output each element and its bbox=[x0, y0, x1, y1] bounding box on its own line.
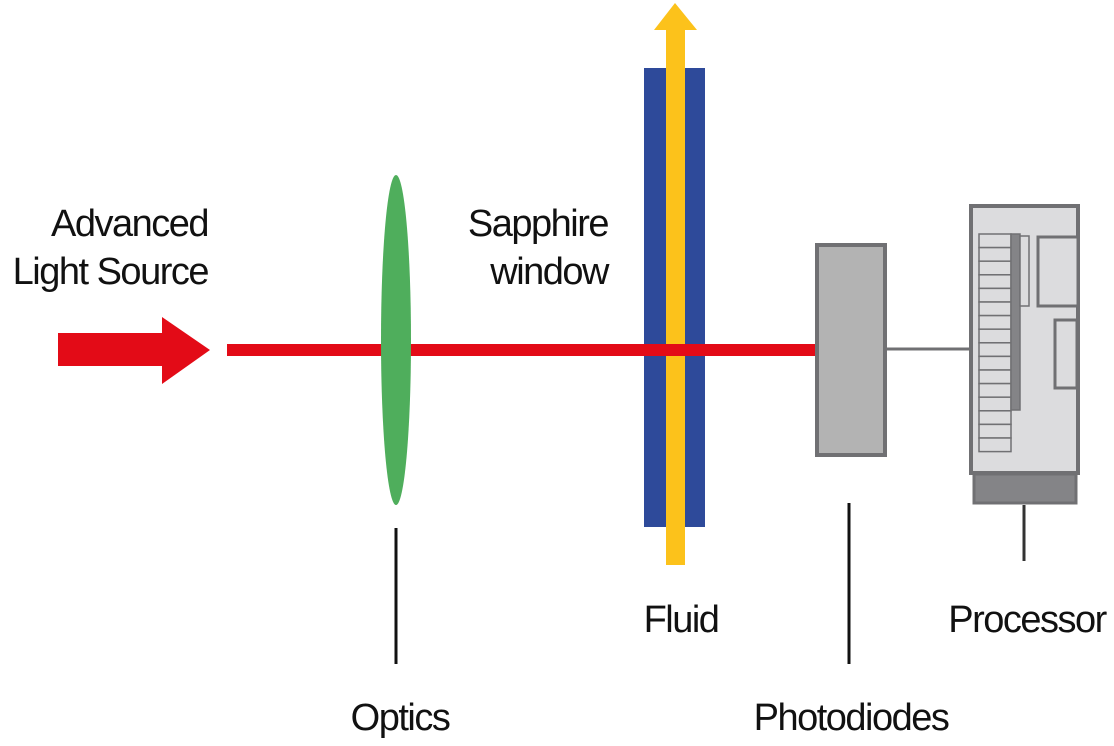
processor-slot bbox=[978, 301, 1012, 317]
optics-lens bbox=[381, 175, 411, 505]
beam-overlay bbox=[644, 344, 705, 356]
processor-label: Processor bbox=[948, 599, 1107, 641]
sapphire-label-1: Sapphire bbox=[468, 203, 608, 245]
processor-slot bbox=[978, 233, 1012, 249]
processor-slot bbox=[978, 437, 1012, 453]
processor-slot bbox=[978, 342, 1012, 358]
processor-unit bbox=[969, 204, 1080, 505]
light-beam bbox=[227, 344, 817, 356]
processor-slot bbox=[978, 287, 1012, 303]
processor-slot bbox=[978, 246, 1012, 262]
processor-slot bbox=[978, 369, 1012, 385]
sapphire-label-2: window bbox=[489, 251, 610, 293]
fluid-label: Fluid bbox=[644, 599, 719, 641]
processor-slot bbox=[978, 314, 1012, 330]
photodiodes-label: Photodiodes bbox=[754, 697, 949, 739]
processor-slot bbox=[978, 410, 1012, 426]
processor-slot bbox=[978, 274, 1012, 290]
light-source-label-2: Light Source bbox=[13, 251, 209, 293]
processor-slot bbox=[978, 396, 1012, 412]
fluid-arrow-head bbox=[654, 3, 697, 30]
light-source-arrow bbox=[58, 317, 210, 384]
processor-slot bbox=[978, 382, 1012, 398]
processor-slot bbox=[978, 328, 1012, 344]
processor-slot bbox=[978, 355, 1012, 371]
processor-slot bbox=[978, 423, 1012, 439]
fluid-flow bbox=[666, 30, 685, 565]
optics-label: Optics bbox=[351, 697, 450, 739]
photodiode-block bbox=[815, 243, 887, 457]
processor-slot bbox=[978, 260, 1012, 276]
light-source-label-1: Advanced bbox=[51, 203, 208, 245]
